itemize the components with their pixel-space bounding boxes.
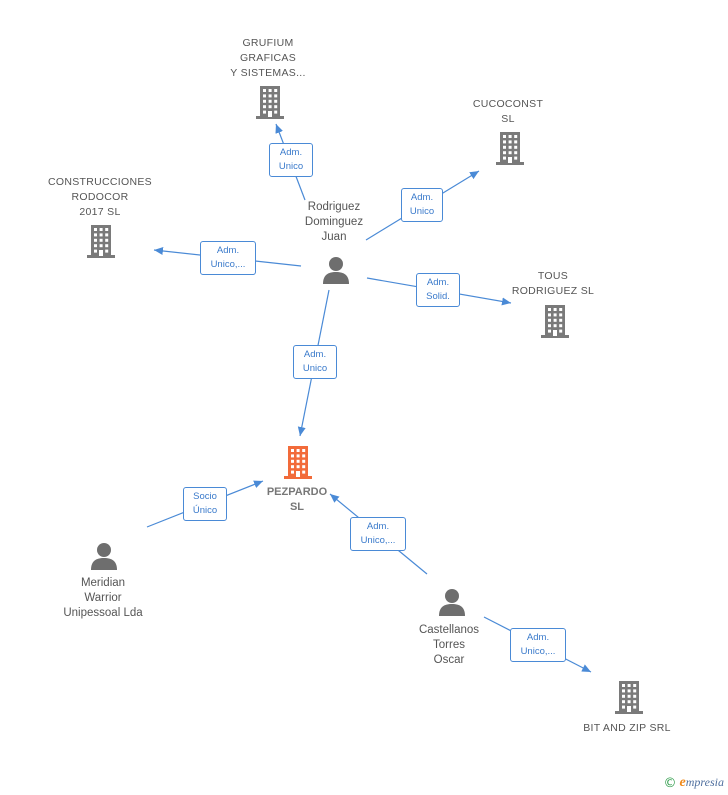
building-icon	[615, 681, 643, 714]
node-construcciones[interactable]	[85, 223, 117, 264]
node-pezpardo[interactable]	[282, 444, 314, 485]
brand-name: mpresia	[685, 775, 724, 789]
company-name-label[interactable]: CONSTRUCCIONES RODOCOR 2017 SL	[48, 176, 152, 218]
node-bitandzip[interactable]	[613, 679, 645, 720]
edge-role-label[interactable]: Adm. Unico	[401, 188, 443, 222]
company-name-label[interactable]: TOUS RODRIGUEZ SL	[511, 270, 595, 297]
edge-role-label[interactable]: Socio Único	[183, 487, 227, 521]
edge-role-label[interactable]: Adm. Unico,...	[350, 517, 406, 551]
edge-role-label[interactable]: Adm. Unico,...	[200, 241, 256, 275]
person-icon	[439, 589, 465, 616]
empresia-logo[interactable]: © empresia	[664, 775, 724, 791]
person-icon	[91, 543, 117, 570]
node-grufium[interactable]	[254, 84, 286, 125]
building-icon	[284, 446, 312, 479]
building-icon	[87, 225, 115, 258]
node-rodriguez[interactable]	[321, 255, 351, 290]
company-name-label[interactable]: BIT AND ZIP SRL	[583, 722, 671, 734]
brand-initial: e	[679, 775, 686, 790]
company-name-label[interactable]: PEZPARDO SL	[266, 486, 328, 513]
node-cucoconst[interactable]	[494, 130, 526, 171]
node-tous[interactable]	[539, 303, 571, 344]
edge-role-label[interactable]: Adm. Solid.	[416, 273, 460, 307]
node-castellanos[interactable]	[437, 587, 467, 622]
company-name-label[interactable]: CUCOCONST SL	[472, 98, 544, 125]
building-icon	[496, 132, 524, 165]
edge-role-label[interactable]: Adm. Unico	[269, 143, 313, 177]
edge-role-label[interactable]: Adm. Unico,...	[510, 628, 566, 662]
node-meridian[interactable]	[89, 541, 119, 576]
company-name-label[interactable]: GRUFIUM GRAFICAS Y SISTEMAS...	[230, 37, 306, 79]
person-icon	[323, 257, 349, 284]
person-name-label[interactable]: Rodriguez Dominguez Juan	[304, 201, 364, 243]
person-name-label[interactable]: Castellanos Torres Oscar	[418, 624, 480, 666]
building-icon	[541, 305, 569, 338]
copyright-icon: ©	[663, 775, 677, 791]
edge-role-label[interactable]: Adm. Unico	[293, 345, 337, 379]
building-icon	[256, 86, 284, 119]
person-name-label[interactable]: Meridian Warrior Unipessoal Lda	[63, 577, 143, 619]
